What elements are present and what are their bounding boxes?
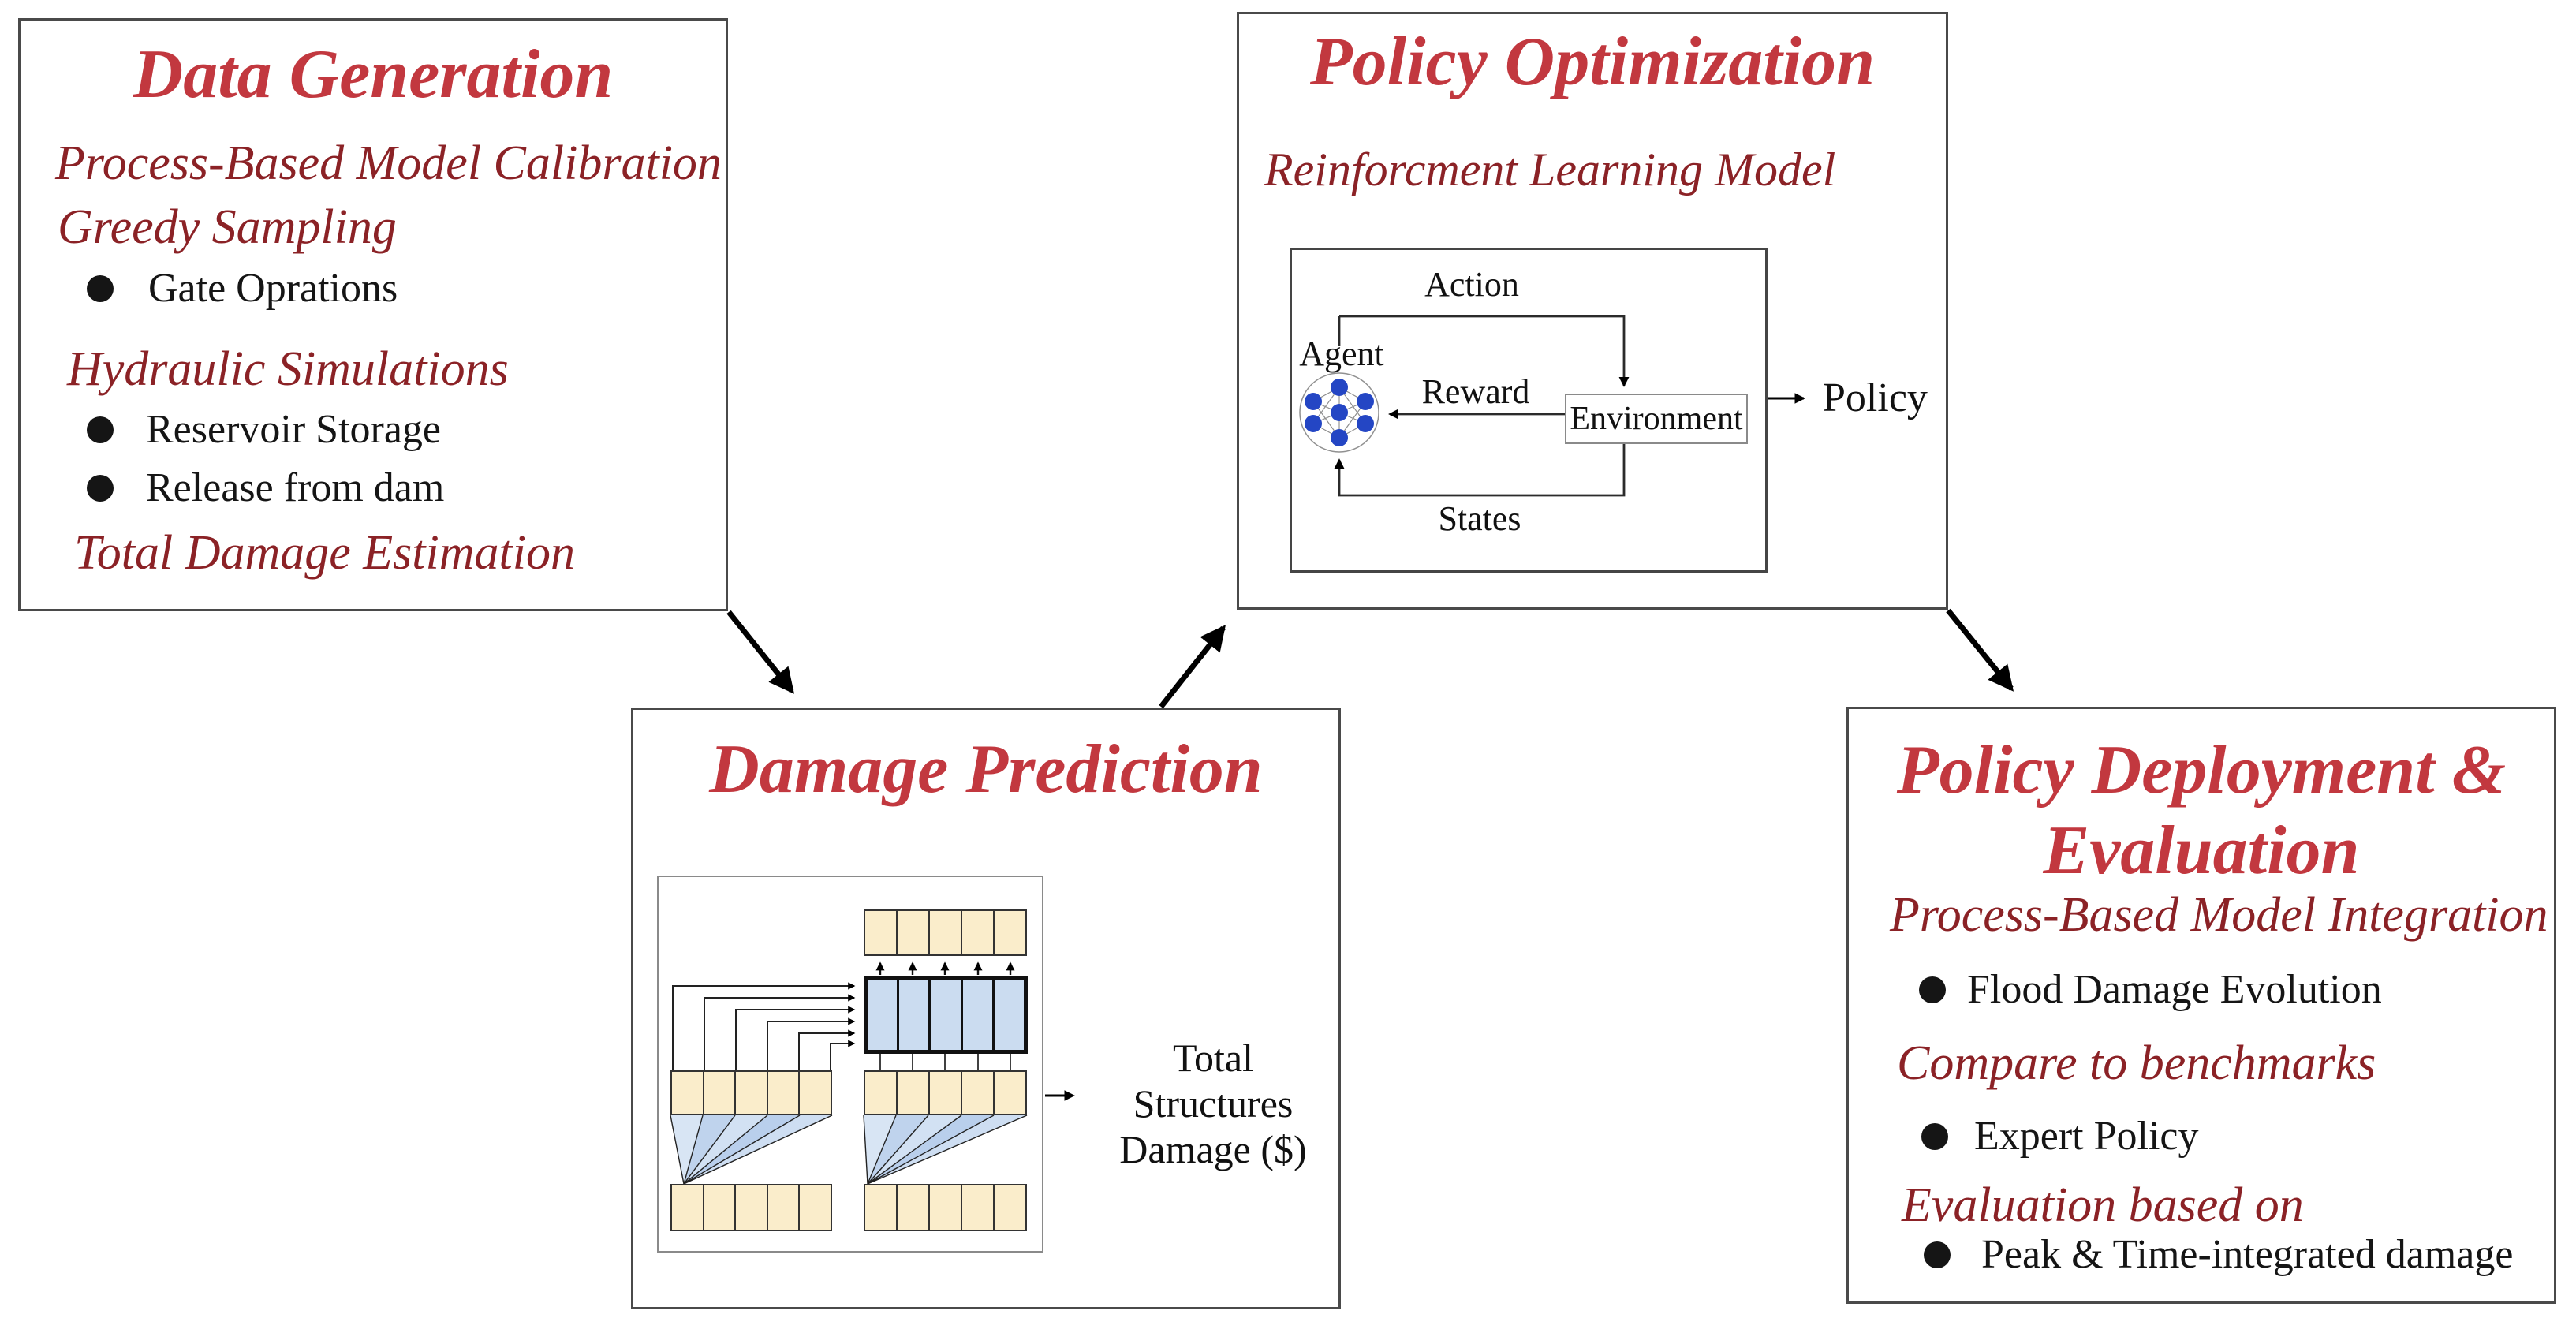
list-item: Flood Damage Evolution	[1967, 967, 2382, 1012]
title-line1: Policy Deployment &	[1896, 732, 2507, 808]
bullet-icon	[1924, 1241, 1951, 1268]
title-line2: Evaluation	[2043, 812, 2360, 889]
bullet-icon	[87, 416, 114, 443]
section-header: Total Damage Estimation	[74, 526, 575, 580]
attention-fan-left	[670, 1115, 833, 1185]
policy-optimization-title: Policy Optimization	[1309, 24, 1876, 100]
nn-output-label-line1: Total Structures	[1133, 1036, 1294, 1126]
action-arrow	[1339, 315, 1630, 387]
nn-diagram-box	[657, 876, 1043, 1253]
section-header: Greedy Sampling	[58, 200, 397, 254]
policy-deployment-box: Policy Deployment & Evaluation Process-B…	[1846, 707, 2556, 1304]
arrow-datagen-to-damagepred	[726, 610, 795, 694]
states-label: States	[1438, 499, 1521, 538]
arrow-policyopt-to-deployment	[1946, 608, 2014, 692]
input-row-right	[864, 1184, 1027, 1231]
agent-network-icon	[1299, 372, 1379, 453]
hidden-layer-block	[864, 976, 1028, 1054]
embedding-row-right	[864, 1070, 1027, 1115]
data-generation-title: Data Generation	[133, 36, 614, 113]
embedding-row-left	[670, 1070, 832, 1115]
rl-diagram-box: Action Agent Reward Environment States	[1290, 248, 1768, 573]
list-item: Reservoir Storage	[146, 407, 442, 452]
damage-prediction-box: Damage Prediction	[631, 708, 1341, 1309]
damage-prediction-title: Damage Prediction	[709, 731, 1263, 808]
policy-deployment-title: Policy Deployment & Evaluation	[1849, 730, 2554, 891]
policy-optimization-box: Policy Optimization Reinforcment Learnin…	[1237, 12, 1948, 610]
nn-output-label-line2: Damage ($)	[1119, 1127, 1307, 1171]
rl-diagram-lines	[1299, 315, 1630, 497]
reward-label: Reward	[1421, 372, 1530, 411]
list-item: Peak & Time-integrated damage	[1981, 1232, 2514, 1277]
agent-label: Agent	[1299, 334, 1384, 373]
skip-connections	[672, 982, 856, 1070]
input-row-left	[670, 1184, 832, 1231]
environment-node: Environment	[1565, 394, 1748, 444]
arrow-damagepred-to-policyopt	[1159, 625, 1226, 709]
action-label: Action	[1424, 265, 1519, 304]
section-header: Reinforcment Learning Model	[1264, 144, 1836, 196]
bullet-icon	[87, 475, 114, 502]
bullet-icon	[1921, 1123, 1948, 1150]
section-header: Hydraulic Simulations	[67, 342, 509, 396]
data-generation-box: Data Generation Process-Based Model Cali…	[18, 18, 728, 611]
attention-fan-right	[863, 1115, 1028, 1185]
section-header: Evaluation based on	[1902, 1178, 2304, 1232]
nn-diagram-lines	[670, 961, 1028, 1185]
nn-output-label: Total Structures Damage ($)	[1091, 1035, 1335, 1172]
states-arrow	[1334, 444, 1626, 497]
input-connectors	[879, 1054, 1011, 1070]
output-arrows	[875, 961, 1015, 975]
section-header: Compare to benchmarks	[1897, 1036, 2376, 1090]
list-item: Gate Oprations	[148, 266, 398, 311]
bullet-icon	[1919, 976, 1946, 1003]
policy-label: Policy	[1823, 375, 1928, 420]
list-item: Release from dam	[146, 465, 445, 510]
output-cell-row	[864, 909, 1027, 956]
section-header: Process-Based Model Calibration	[55, 136, 722, 190]
list-item: Expert Policy	[1974, 1114, 2199, 1159]
section-header: Process-Based Model Integration	[1890, 888, 2548, 942]
bullet-icon	[87, 275, 114, 302]
